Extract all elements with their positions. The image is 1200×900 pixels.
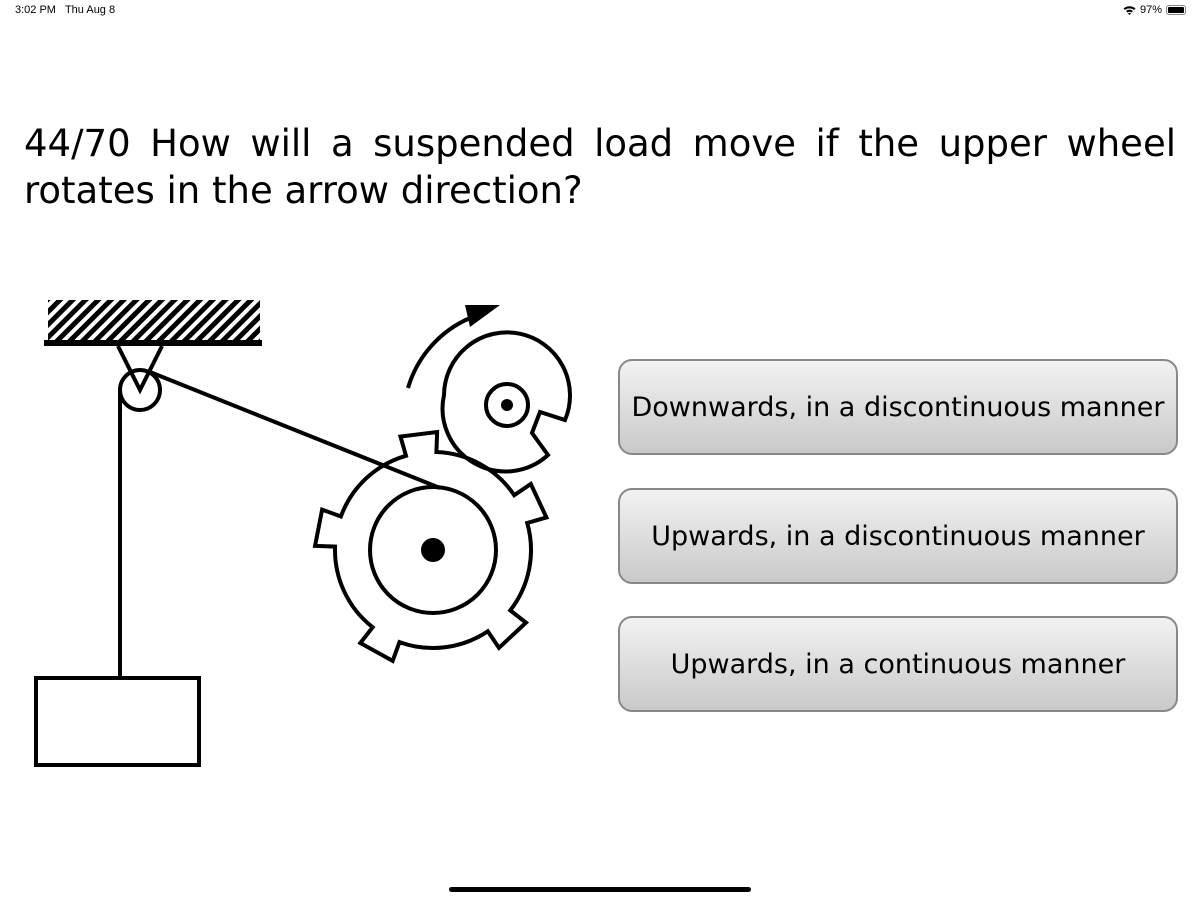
- upper-wheel-hub: [484, 382, 530, 428]
- answer-button-2[interactable]: Upwards, in a discontinuous manner: [618, 488, 1178, 584]
- home-indicator[interactable]: [449, 887, 751, 892]
- battery-icon: [1166, 5, 1186, 15]
- lower-gear: [312, 429, 550, 664]
- ceiling-beam: [44, 340, 262, 346]
- rope-diagonal: [149, 370, 441, 490]
- load-box: [34, 676, 201, 767]
- ceiling-hatch: [48, 300, 260, 340]
- upper-axle: [501, 399, 513, 411]
- gear-axle: [421, 538, 445, 562]
- answer-label: Upwards, in a discontinuous manner: [651, 520, 1145, 552]
- status-time: 3:02 PM Thu Aug 8: [15, 4, 115, 16]
- question-text: 44/70 How will a suspended load move if …: [24, 122, 1176, 212]
- answer-button-3[interactable]: Upwards, in a continuous manner: [618, 616, 1178, 712]
- upper-wheel: [440, 330, 572, 474]
- status-right: 97%: [1123, 4, 1186, 16]
- date: Thu Aug 8: [64, 4, 116, 16]
- wifi-icon: [1123, 6, 1136, 15]
- battery-percent: 97%: [1139, 4, 1162, 16]
- arrow-head-icon: [465, 305, 500, 327]
- time: 3:02 PM: [15, 4, 56, 16]
- mechanism-diagram: [34, 300, 572, 767]
- drum: [368, 485, 498, 615]
- pulley-bracket: [116, 345, 164, 395]
- rotation-arrow: [406, 316, 471, 389]
- answer-label: Downwards, in a discontinuous manner: [631, 391, 1165, 423]
- answer-button-1[interactable]: Downwards, in a discontinuous manner: [618, 359, 1178, 455]
- answer-label: Upwards, in a continuous manner: [670, 648, 1126, 680]
